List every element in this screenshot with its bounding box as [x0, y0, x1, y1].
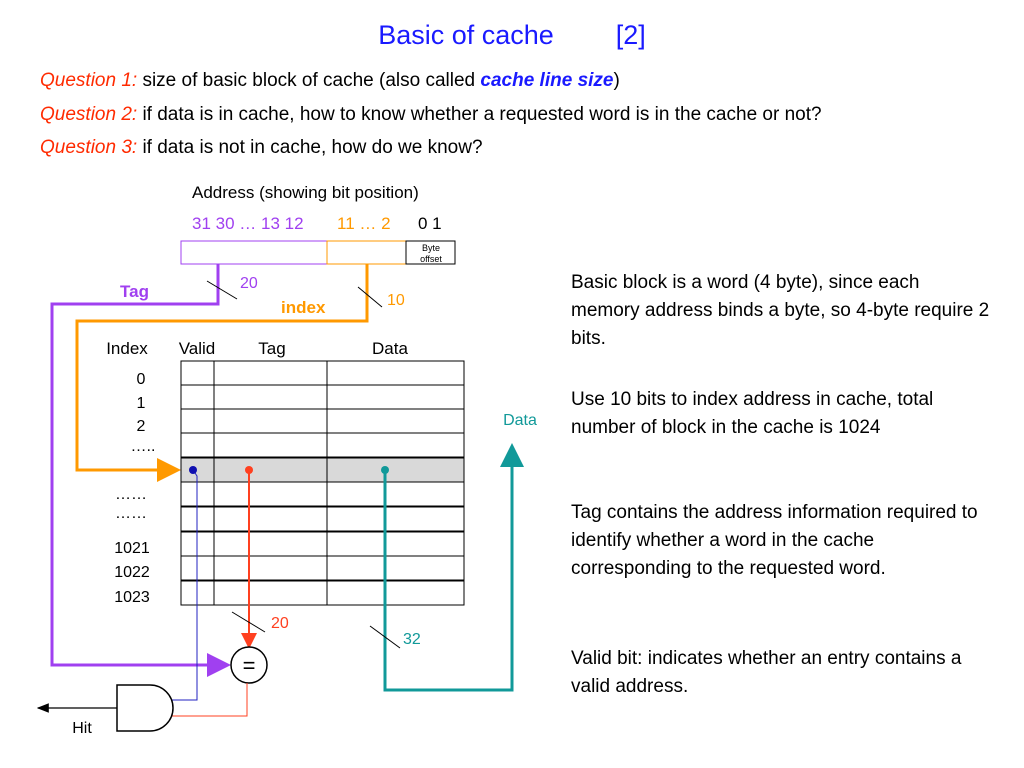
cache-row [180, 555, 465, 581]
cache-row [180, 384, 465, 410]
header-valid: Valid [179, 339, 216, 358]
byte-offset-line1: Byte [422, 243, 440, 253]
question-2: Question 2: if data is in cache, how to … [40, 104, 822, 126]
data-cell [326, 531, 465, 557]
row-index-1: 1 [137, 395, 146, 412]
tag-wire [50, 264, 231, 677]
data-output-label: Data [503, 412, 537, 429]
data-cell [326, 384, 465, 410]
data-cell [326, 481, 465, 507]
note-valid-bit: Valid bit: indicates whether an entry co… [571, 648, 962, 697]
data-bit-count: 32 [403, 631, 421, 648]
note-tag: Tag contains the address information req… [571, 502, 978, 579]
data-wire [383, 443, 524, 692]
tag-cell [213, 408, 328, 434]
address-bits-tag: 31 30 … 13 12 [192, 214, 304, 233]
hit-label: Hit [72, 720, 92, 737]
slide-title: Basic of cache [2] [0, 20, 1024, 51]
byte-offset-line2: offset [420, 254, 442, 264]
tag-cell [213, 506, 328, 532]
cache-row [180, 432, 465, 458]
index-bit-slash [357, 286, 383, 308]
address-index-field [326, 240, 407, 265]
row-index-ellipsis-3: …… [115, 505, 147, 522]
address-title: Address (showing bit position) [192, 183, 419, 202]
cache-row [180, 580, 465, 606]
valid-cell [180, 384, 215, 410]
data-cell [326, 432, 465, 458]
header-data: Data [372, 339, 408, 358]
tag-cell [213, 481, 328, 507]
question-1-label: Question 1: [40, 70, 138, 91]
compare-bit-count: 20 [271, 615, 289, 632]
index-bit-count: 10 [387, 292, 405, 309]
tag-cell [213, 531, 328, 557]
question-2-text: if data is in cache, how to know whether… [137, 104, 822, 125]
data-cell [326, 555, 465, 581]
question-1: Question 1: size of basic block of cache… [40, 70, 620, 92]
cache-row [180, 408, 465, 434]
question-3: Question 3: if data is not in cache, how… [40, 137, 483, 159]
question-1-tail: ) [613, 70, 620, 91]
header-tag: Tag [258, 339, 285, 358]
cache-row [180, 506, 465, 532]
row-index-ellipsis: ….. [131, 438, 156, 455]
index-wire [75, 264, 369, 482]
tag-cell [213, 384, 328, 410]
compare-output-wire [172, 683, 248, 717]
valid-cell [180, 432, 215, 458]
index-wire-label: index [281, 298, 326, 317]
tag-cell [213, 580, 328, 606]
data-field-dot [381, 466, 389, 474]
tag-cell [213, 432, 328, 458]
row-index-ellipsis-2: …… [115, 486, 147, 503]
cache-row-selected [180, 457, 465, 483]
and-gate [116, 684, 174, 732]
tag-cell [213, 457, 328, 483]
valid-bit-dot [189, 466, 197, 474]
tag-bit-count: 20 [240, 275, 258, 292]
row-index-2: 2 [137, 418, 146, 435]
title-text: Basic of cache [378, 20, 554, 50]
cache-row [180, 360, 465, 386]
data-cell [326, 580, 465, 606]
cache-row [180, 531, 465, 557]
data-bit-slash [369, 625, 401, 649]
comparator [230, 646, 268, 684]
data-cell [326, 506, 465, 532]
question-1-highlight: cache line size [480, 70, 614, 91]
tag-bit-slash [206, 280, 238, 300]
question-2-label: Question 2: [40, 104, 138, 125]
valid-cell [180, 408, 215, 434]
note-block-size: Basic block is a word (4 byte), since ea… [571, 272, 990, 349]
note-index-bits: Use 10 bits to index address in cache, t… [571, 389, 934, 438]
tag-cell [213, 555, 328, 581]
cache-table [180, 360, 465, 606]
address-bits-offset: 0 1 [418, 214, 442, 233]
compare-bit-slash [231, 611, 266, 633]
data-cell [326, 457, 465, 483]
question-1-text: size of basic block of cache (also calle… [137, 70, 481, 91]
question-3-label: Question 3: [40, 137, 138, 158]
row-index-1022: 1022 [114, 564, 150, 581]
tag-field-dot [245, 466, 253, 474]
address-offset-field [405, 240, 456, 265]
row-index-1021: 1021 [114, 540, 150, 557]
tag-cell [213, 360, 328, 386]
address-bits-index: 11 … 2 [337, 214, 391, 233]
cache-row [180, 481, 465, 507]
row-index-1023: 1023 [114, 589, 150, 606]
question-3-text: if data is not in cache, how do we know? [137, 137, 483, 158]
title-number: [2] [615, 20, 646, 50]
address-tag-field [180, 240, 328, 265]
data-cell [326, 360, 465, 386]
data-cell [326, 408, 465, 434]
header-index: Index [106, 339, 148, 358]
tag-wire-label: Tag [120, 282, 149, 301]
comparator-symbol: = [243, 653, 256, 678]
row-index-0: 0 [137, 371, 146, 388]
valid-cell [180, 360, 215, 386]
